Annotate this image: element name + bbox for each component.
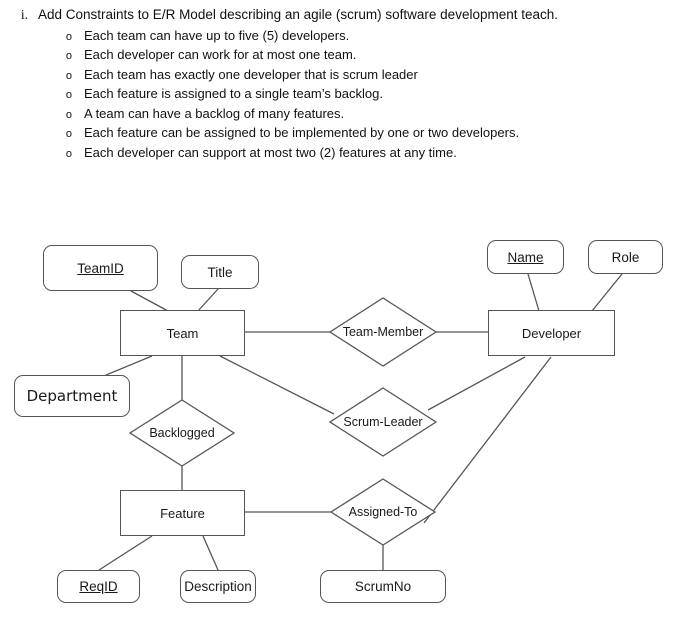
entity-label: Developer bbox=[521, 325, 582, 341]
constraint-bullet-marker: o bbox=[65, 69, 72, 82]
entity-developer[interactable]: Developer bbox=[488, 310, 615, 356]
attribute-key-label: Name bbox=[507, 249, 544, 265]
attribute-label: Role bbox=[611, 249, 640, 265]
constraint-item: o Each feature is assigned to a single te… bbox=[0, 82, 683, 101]
attribute-department[interactable]: Department bbox=[14, 375, 130, 417]
er-edge bbox=[527, 273, 540, 312]
constraint-text: Each developer can support at most two (… bbox=[84, 144, 457, 160]
er-edge bbox=[98, 535, 153, 571]
relationship-diamond-scrum-leader[interactable] bbox=[328, 387, 438, 457]
constraint-item: o Each developer can support at most two … bbox=[0, 140, 683, 160]
attribute-title[interactable]: Title bbox=[181, 255, 259, 289]
er-edge bbox=[219, 355, 335, 415]
attribute-label: Title bbox=[207, 264, 233, 280]
constraint-item: o Each team can have up to five (5) devel… bbox=[0, 23, 683, 43]
constraint-text: Each developer can work for at most one … bbox=[84, 47, 357, 62]
constraint-text: A team can have a backlog of many featur… bbox=[84, 105, 345, 121]
er-edge bbox=[427, 356, 526, 411]
attribute-reqid[interactable]: ReqID bbox=[57, 570, 140, 603]
constraint-text: Each team can have up to five (5) develo… bbox=[84, 27, 350, 43]
entity-team[interactable]: Team bbox=[120, 310, 245, 356]
attribute-teamid[interactable]: TeamID bbox=[43, 245, 158, 291]
constraint-item: o Each feature can be assigned to be impl… bbox=[0, 121, 683, 140]
constraint-bullet-marker: o bbox=[65, 128, 72, 140]
constraint-bullet-marker: o bbox=[65, 50, 72, 62]
relationship-diamond-team-member[interactable] bbox=[328, 297, 438, 367]
entity-label: Feature bbox=[160, 505, 205, 521]
constraint-item: o Each team has exactly one developer tha… bbox=[0, 62, 683, 82]
er-edge bbox=[423, 356, 552, 524]
constraint-text: Each team has exactly one developer that… bbox=[84, 66, 418, 82]
er-edge bbox=[591, 273, 623, 312]
er-edge bbox=[197, 288, 219, 312]
attribute-label: Description bbox=[184, 579, 252, 594]
constraint-bullet-marker: o bbox=[65, 30, 72, 43]
attribute-key-label: TeamID bbox=[77, 260, 124, 276]
constraint-list: o Each team can have up to five (5) devel… bbox=[0, 23, 683, 160]
attribute-label: Department bbox=[26, 387, 118, 405]
question-marker: i. bbox=[20, 7, 28, 22]
entity-feature[interactable]: Feature bbox=[120, 490, 245, 536]
attribute-key-label: ReqID bbox=[79, 579, 118, 594]
relationship-diamond-backlogged[interactable] bbox=[128, 399, 236, 467]
constraint-bullet-marker: o bbox=[65, 108, 72, 121]
question-title: Add Constraints to E/R Model describing … bbox=[38, 7, 559, 22]
er-edge bbox=[130, 290, 169, 312]
constraint-text: Each feature is assigned to a single tea… bbox=[84, 86, 383, 101]
attribute-scrumno[interactable]: ScrumNo bbox=[320, 570, 446, 603]
question-title-row: i. Add Constraints to E/R Model describi… bbox=[0, 0, 683, 23]
constraint-bullet-marker: o bbox=[65, 147, 72, 160]
attribute-label: ScrumNo bbox=[354, 579, 412, 594]
er-edge bbox=[105, 355, 153, 376]
constraint-item: o A team can have a backlog of many featu… bbox=[0, 101, 683, 121]
relationship-diamond-assigned-to[interactable] bbox=[329, 478, 437, 546]
attribute-name[interactable]: Name bbox=[487, 240, 564, 274]
er-edge bbox=[202, 535, 219, 571]
constraint-item: o Each developer can work for at most one… bbox=[0, 43, 683, 62]
entity-label: Team bbox=[166, 325, 199, 341]
attribute-description[interactable]: Description bbox=[180, 570, 256, 603]
constraint-bullet-marker: o bbox=[65, 89, 72, 101]
constraint-text: Each feature can be assigned to be imple… bbox=[84, 125, 520, 140]
attribute-role[interactable]: Role bbox=[588, 240, 663, 274]
question-block: i. Add Constraints to E/R Model describi… bbox=[0, 0, 683, 160]
